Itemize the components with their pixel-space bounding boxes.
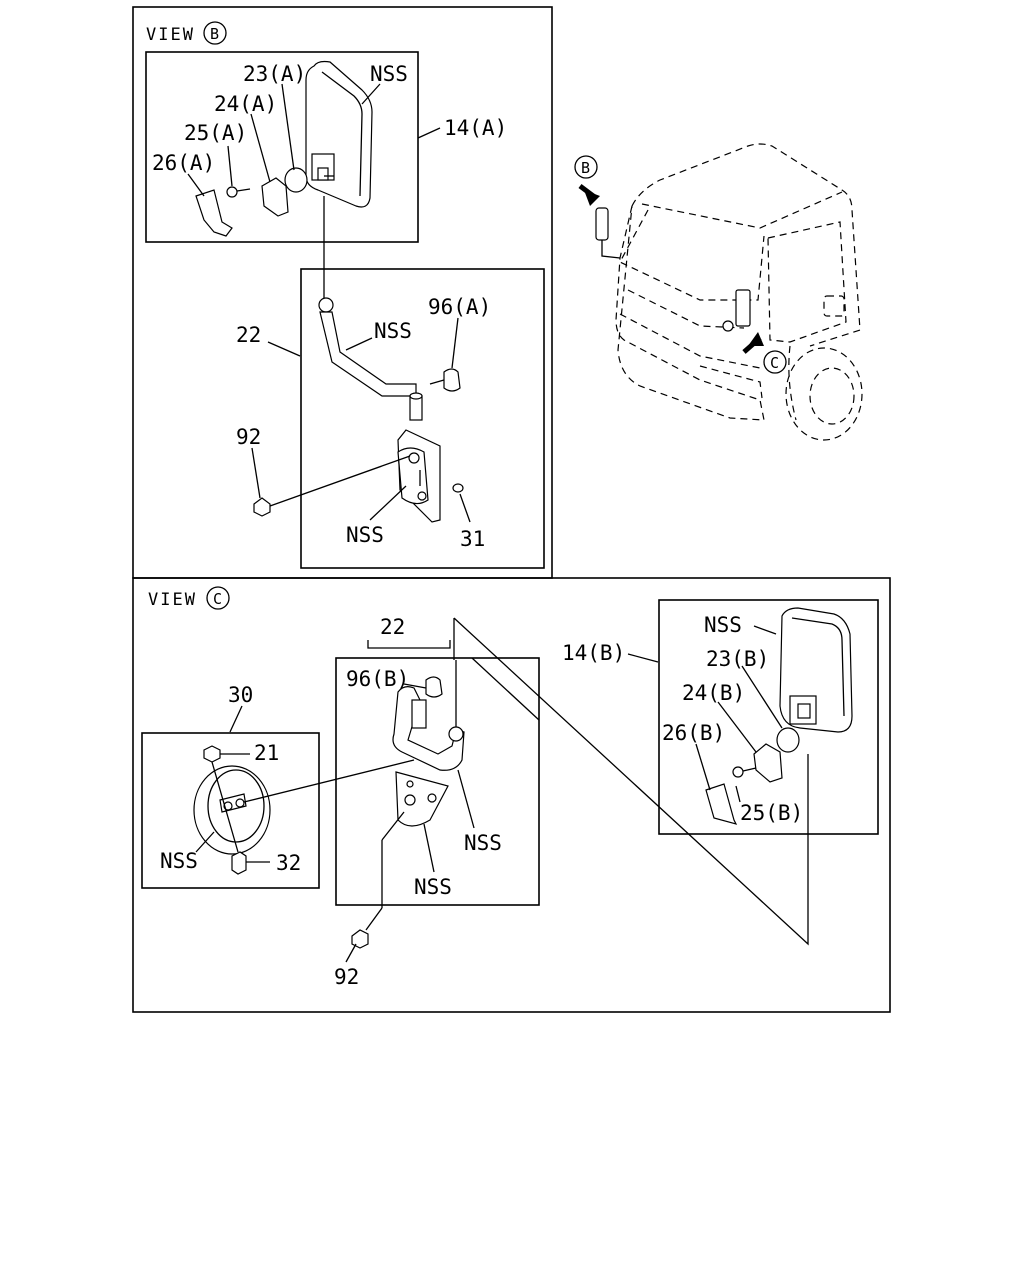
arm-c-box [335,657,540,906]
view-b-marker-letter: B [210,25,219,43]
label-nss-mirror-b: NSS [704,613,742,637]
view-c-panel: VIEW C 30 21 NSS 32 [132,577,891,1013]
label-25a: 25(A) [184,121,247,145]
view-c-title: VIEW [148,590,197,610]
truck-overview: B C [574,143,863,441]
label-nss-arm-c: NSS [464,831,502,855]
part-24b-holder [753,743,783,783]
leaders-mirror-b [627,625,783,803]
part-25b-screw [732,766,757,778]
part-25a-screw [226,186,251,198]
part-21-nut [203,745,250,763]
label-nss-round: NSS [160,849,198,873]
part-96a-cap [443,368,461,392]
part-26b-cover [705,783,738,825]
mirror-b-box [658,599,879,835]
cut-line-diagonal [453,617,809,946]
leaders-arm-a [251,317,471,523]
view-b-panel: VIEW B [132,6,553,579]
label-22-c-bracket [367,640,451,649]
cut-line-inner [471,657,540,721]
mirror-b [779,607,853,733]
label-24a: 24(A) [214,92,277,116]
label-22-a: 22 [236,323,261,347]
label-92-c: 92 [334,965,359,989]
mirror-a [305,60,373,208]
arm-a [318,297,423,421]
bracket-c [395,771,449,827]
leaders-mirror-a [187,83,441,197]
part-26a-cover [195,189,233,237]
part-92-bolt-c [351,811,405,949]
label-26b: 26(B) [662,721,725,745]
label-23a: 23(A) [243,62,306,86]
arm-c [392,660,465,771]
label-26a: 26(A) [152,151,215,175]
label-24b: 24(B) [682,681,745,705]
bracket-a [397,429,441,523]
label-nss-mirror-a: NSS [370,62,408,86]
part-96b-cap [425,676,443,698]
round-mirror-box [141,732,320,889]
label-92-a: 92 [236,425,261,449]
truck-marker-b-letter: B [581,159,590,177]
view-b-title: VIEW [146,25,195,45]
label-32: 32 [276,851,301,875]
round-mirror [193,765,271,855]
label-nss-bracket-c: NSS [414,875,452,899]
arm-a-box [300,268,545,569]
label-96a: 96(A) [428,295,491,319]
label-23b: 23(B) [706,647,769,671]
connector-round-to-arm [243,759,415,803]
part-31-washer [452,483,464,493]
label-30: 30 [228,683,253,707]
view-b-marker: B [203,21,227,45]
label-21: 21 [254,741,279,765]
label-nss-arm-a: NSS [374,319,412,343]
label-96b: 96(B) [346,667,409,691]
part-23b-cap [776,727,800,753]
label-31: 31 [460,527,485,551]
part-32-bolt [211,761,270,875]
part-24a-holder [261,177,289,217]
label-22-c: 22 [380,615,405,639]
part-92-bolt-a [253,455,411,517]
view-c-marker: C [206,586,230,610]
label-14b: 14(B) [562,641,625,665]
truck-marker-c-letter: C [770,354,779,372]
part-23a-cap [284,167,308,193]
mirror-a-box [145,51,419,243]
truck-marker-b: B [574,155,598,179]
view-c-marker-letter: C [213,590,222,608]
label-25b: 25(B) [740,801,803,825]
label-nss-bracket-a: NSS [346,523,384,547]
label-14a: 14(A) [444,116,507,140]
truck-marker-c: C [763,350,787,374]
